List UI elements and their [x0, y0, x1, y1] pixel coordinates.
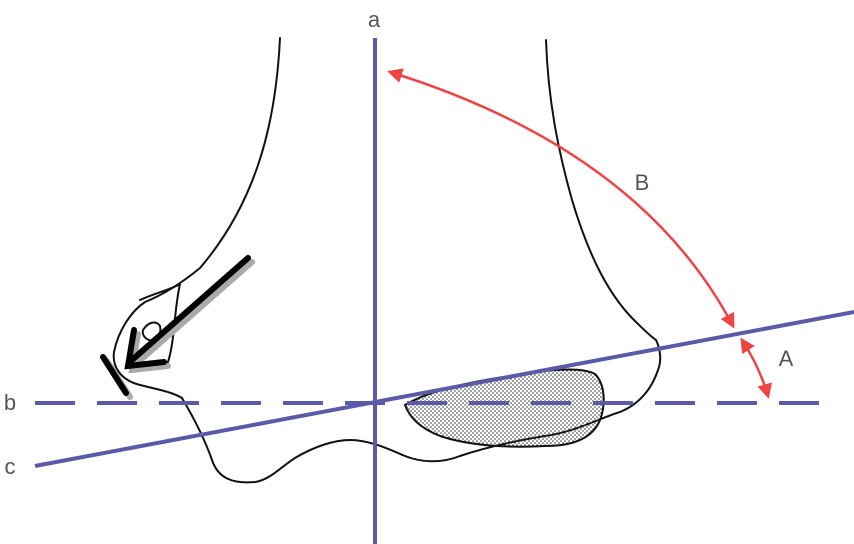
black-arrow-icon: [100, 255, 255, 400]
olecranon-fossa: [403, 368, 605, 448]
angle-markers: [387, 68, 772, 399]
label-axis-a: a: [368, 7, 381, 32]
reference-axes: [34, 38, 854, 544]
label-axis-c: c: [5, 454, 16, 479]
arrow-body: [100, 255, 251, 396]
medial-shaft-edge: [112, 37, 281, 399]
label-angle-A: A: [779, 346, 794, 371]
angle-B-arc: [387, 68, 735, 329]
label-axis-b: b: [4, 390, 16, 415]
axis-c-line: [34, 310, 854, 468]
angle-A-arc: [740, 337, 772, 399]
label-angle-B: B: [635, 170, 650, 195]
articular-surface: [181, 339, 662, 484]
